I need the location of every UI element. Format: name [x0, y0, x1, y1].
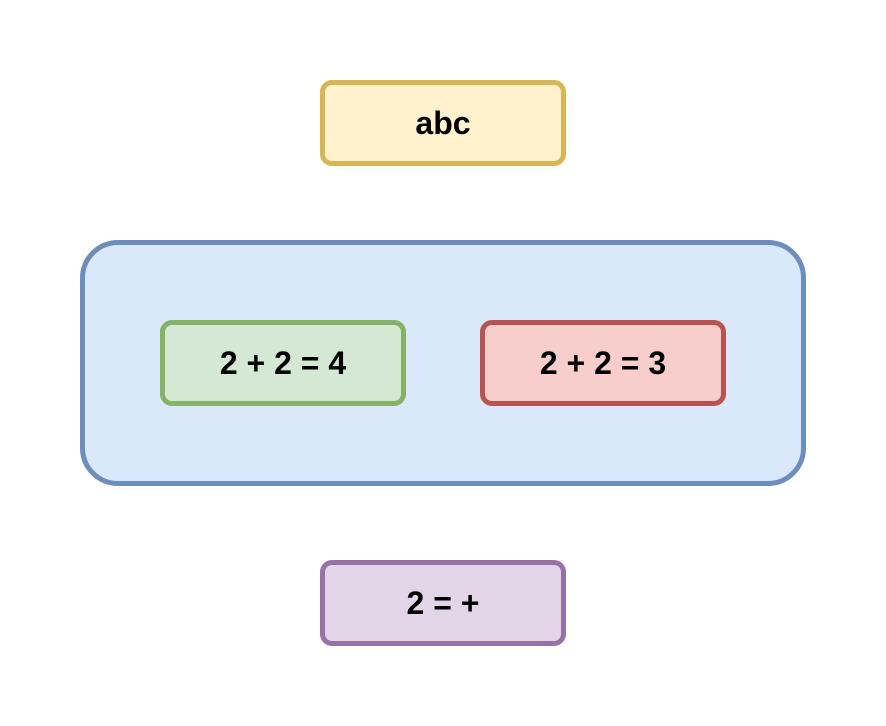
node-incorrect-equation: 2 + 2 = 3	[480, 320, 726, 406]
node-correct-equation-label: 2 + 2 = 4	[219, 344, 347, 381]
node-correct-equation: 2 + 2 = 4	[160, 320, 406, 406]
node-symbols-label: 2 = +	[406, 584, 480, 621]
node-incorrect-equation-label: 2 + 2 = 3	[539, 344, 667, 381]
node-abc-label: abc	[415, 104, 471, 141]
node-abc: abc	[320, 80, 566, 166]
node-symbols: 2 = +	[320, 560, 566, 646]
